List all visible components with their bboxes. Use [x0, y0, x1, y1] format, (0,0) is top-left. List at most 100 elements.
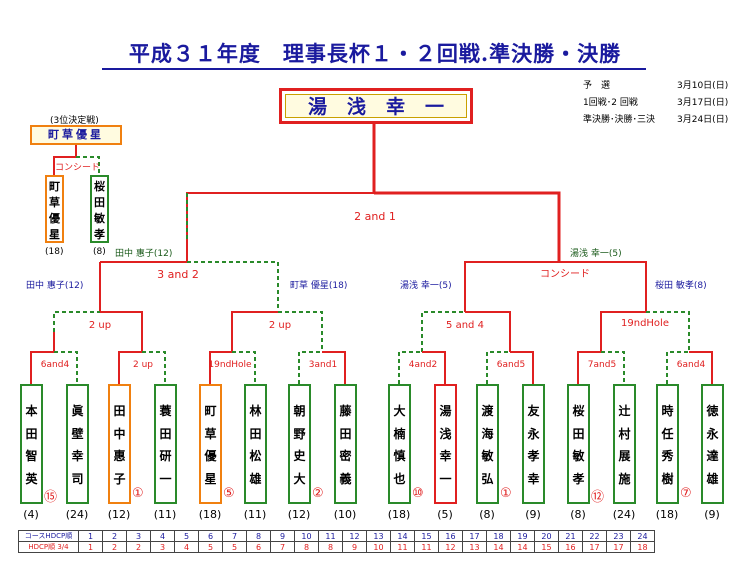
third-place-label: (3位決定戦) [50, 116, 99, 126]
player-name: 大楠慎也 [390, 400, 409, 490]
player-name-char: 也 [393, 471, 406, 486]
player-name-char: 田 [25, 426, 38, 441]
player-name-char: 義 [339, 471, 352, 486]
player-name-char: 村 [618, 426, 631, 441]
hdcp-row2-cell: 8 [318, 541, 343, 553]
hdcp-row1-cell: 3 [126, 530, 151, 542]
champion-name: 湯浅幸一 [285, 94, 467, 118]
hdcp-row2-cell: 5 [198, 541, 223, 553]
player-name: 林田松雄 [246, 400, 265, 490]
player-name-char: 町 [204, 404, 217, 418]
third-right-hc: (8) [93, 247, 106, 257]
hdcp-row1-cell: 7 [222, 530, 247, 542]
final-right-player: 湯浅 幸一(5) [570, 249, 622, 259]
player-handicap: (12) [287, 508, 311, 521]
player-box: 桜田敏孝 [567, 384, 590, 504]
player-name-char: 任 [661, 426, 674, 441]
semi-right-score: 19ndHole [621, 318, 669, 329]
third-left-char: 町 [49, 180, 60, 193]
r1-score-7: 7and5 [587, 360, 617, 370]
r1-score-6: 6and5 [496, 360, 526, 370]
player-name-char: 中 [113, 426, 126, 441]
player-name-char: 英 [25, 471, 38, 486]
semi-left-score: 3 and 2 [157, 268, 199, 281]
player-handicap: (18) [198, 508, 222, 521]
hdcp-row2-cell: 14 [510, 541, 535, 553]
player-name-char: 子 [113, 471, 126, 486]
player-name-char: 田 [572, 426, 585, 441]
player-handicap: (8) [570, 508, 586, 521]
hdcp-row1-cell: 20 [534, 530, 559, 542]
hdcp-row2-cell: 1 [78, 541, 103, 553]
r1-score-5: 4and2 [408, 360, 438, 370]
player-handicap: (8) [479, 508, 495, 521]
player-name-char: 大 [293, 471, 306, 486]
player-box: 徳永達雄 [701, 384, 724, 504]
hdcp-row1-cell: 16 [438, 530, 463, 542]
r1-score-8: 6and4 [676, 360, 706, 370]
third-place-player-left: 町 草 優 星 [45, 175, 64, 243]
player-name-char: 藤 [339, 404, 352, 418]
player-name-char: 弘 [481, 471, 494, 486]
hdcp-row1-cell: 12 [342, 530, 367, 542]
hdcp-row2-label: HDCP順 3/4 [18, 541, 79, 553]
hdcp-row2-cell: 9 [342, 541, 367, 553]
player-box: 本田智英 [20, 384, 43, 504]
player-name-char: 幸 [439, 449, 452, 463]
player-handicap: (18) [655, 508, 679, 521]
third-left-char: 星 [49, 228, 60, 241]
r1-score-1: 6and4 [40, 360, 70, 370]
player-name-char: 楠 [393, 426, 406, 441]
player-name: 藤田密義 [336, 400, 355, 490]
player-name-char: 壁 [71, 426, 84, 441]
player-name-char: 施 [618, 471, 631, 486]
hdcp-row1-cell: 17 [462, 530, 487, 542]
schedule-label-round1-2: 1回戦･2 回戦 [583, 98, 638, 108]
schedule-label-finals: 準決勝･決勝･三決 [583, 115, 656, 125]
player-name: 蓑田研一 [156, 400, 175, 490]
player-name-char: 秀 [661, 449, 674, 463]
player-name-char: 海 [481, 426, 494, 441]
player-name-char: 孝 [572, 471, 585, 486]
hdcp-row2-cell: 2 [126, 541, 151, 553]
hdcp-row1-cell: 18 [486, 530, 511, 542]
player-name-char: 敏 [481, 449, 494, 463]
player-name-char: 密 [339, 449, 352, 463]
semi-left-player-b: 町草 優星(18) [290, 281, 348, 291]
hdcp-row2-cell: 13 [462, 541, 487, 553]
player-box: 蓑田研一 [154, 384, 177, 504]
hole-mark: ⑦ [680, 486, 692, 501]
hdcp-row1-cell: 15 [414, 530, 439, 542]
player-box: 眞壁幸司 [66, 384, 89, 504]
player-name-char: 眞 [71, 404, 84, 418]
player-name-char: 渡 [481, 404, 494, 418]
third-left-char: 草 [49, 196, 60, 209]
player-name-char: 本 [25, 404, 38, 418]
hdcp-row2-cell: 14 [486, 541, 511, 553]
schedule-date-finals: 3月24日(日) [677, 115, 729, 125]
hdcp-row1-cell: 10 [294, 530, 319, 542]
third-right-char: 桜 [94, 180, 105, 193]
player-box: 渡海敏弘 [476, 384, 499, 504]
player-handicap: (9) [525, 508, 541, 521]
hdcp-row1-cell: 5 [174, 530, 199, 542]
player-handicap: (18) [387, 508, 411, 521]
player-name-char: 友 [527, 404, 540, 418]
player-handicap: (12) [107, 508, 131, 521]
hdcp-row2-cell: 8 [294, 541, 319, 553]
third-place-winner: 町草優星 [30, 125, 122, 145]
player-box: 辻村展施 [613, 384, 636, 504]
player-name: 本田智英 [22, 400, 41, 490]
hdcp-row2-cell: 17 [606, 541, 631, 553]
third-place-player-right: 桜 田 敏 孝 [90, 175, 109, 243]
hdcp-row2-cell: 2 [102, 541, 127, 553]
hdcp-row2-cell: 10 [366, 541, 391, 553]
player-handicap: (5) [437, 508, 453, 521]
player-name-char: 優 [204, 449, 217, 463]
qf2-score: 2 up [268, 320, 292, 331]
third-right-char: 田 [94, 196, 105, 209]
player-box: 朝野史大 [288, 384, 311, 504]
hdcp-row1-cell: 14 [390, 530, 415, 542]
